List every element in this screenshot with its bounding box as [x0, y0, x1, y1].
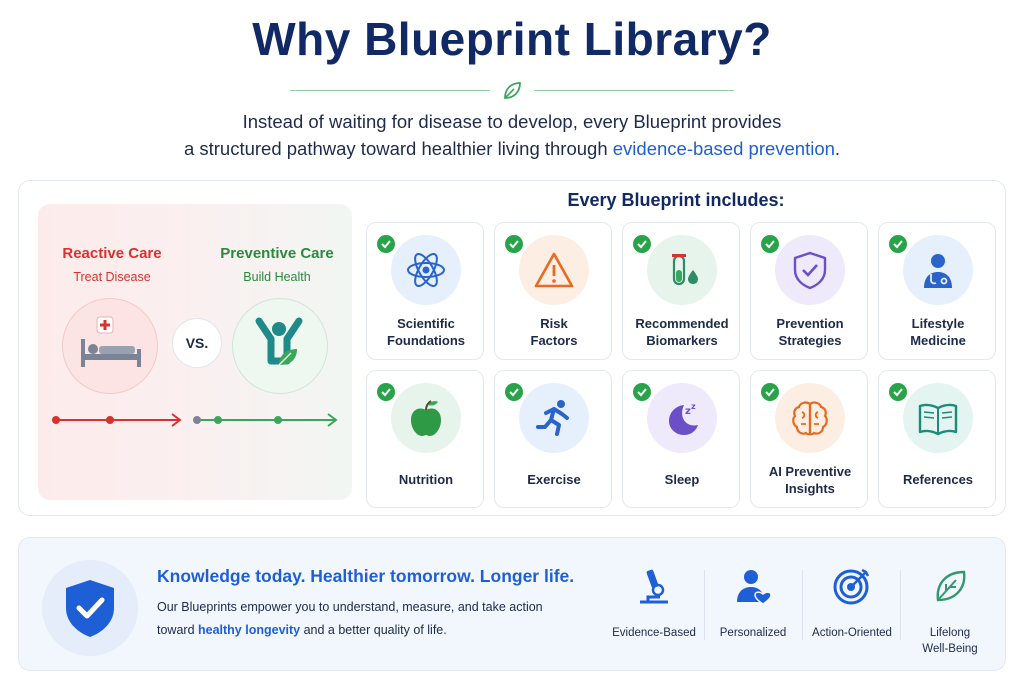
title-divider	[0, 80, 1024, 102]
feature-divider	[900, 570, 901, 640]
subtitle-line-2: a structured pathway toward healthier li…	[183, 138, 841, 159]
preventive-person-circle	[232, 298, 328, 394]
check-icon	[505, 383, 523, 401]
page-subtitle: Instead of waiting for disease to develo…	[0, 108, 1024, 162]
feature-personalized: Personalized	[703, 566, 803, 641]
running-icon	[519, 383, 589, 453]
feature-evidence-based: Evidence-Based	[604, 566, 704, 641]
atom-icon	[391, 235, 461, 305]
check-icon	[761, 383, 779, 401]
preventive-care: Preventive Care Build Health	[212, 245, 342, 284]
shield-check-icon	[66, 580, 114, 637]
tile-label: Exercise	[527, 472, 581, 487]
check-icon	[889, 235, 907, 253]
book-icon	[903, 383, 973, 453]
check-icon	[377, 235, 395, 253]
check-icon	[633, 235, 651, 253]
preventive-care-subtitle: Build Health	[243, 270, 311, 284]
check-icon	[889, 383, 907, 401]
preventive-timeline-arrow	[193, 413, 338, 427]
hospital-bed-icon	[81, 316, 141, 367]
hospital-bed-circle	[62, 298, 158, 394]
check-icon	[633, 383, 651, 401]
target-icon	[833, 568, 870, 605]
feature-action-oriented: Action-Oriented	[802, 566, 902, 641]
reactive-care-title: Reactive Care	[62, 245, 162, 262]
tile-nutrition: Nutrition	[366, 370, 484, 508]
apple-icon	[391, 383, 461, 453]
svg-text:z: z	[685, 406, 691, 417]
feature-divider	[704, 570, 705, 640]
footer-banner	[18, 537, 1006, 671]
svg-text:z: z	[691, 402, 696, 411]
warning-icon	[519, 235, 589, 305]
reactive-care: Reactive Care Treat Disease	[52, 245, 172, 284]
shield-check-icon	[775, 235, 845, 305]
feature-label: Action-Oriented	[812, 627, 892, 639]
check-icon	[505, 235, 523, 253]
person-raised-arms-icon	[255, 317, 303, 366]
subtitle-line-1: Instead of waiting for disease to develo…	[242, 111, 782, 132]
tile-sleep: z z Sleep	[622, 370, 740, 508]
feature-label: Evidence-Based	[612, 627, 696, 639]
brain-icon	[775, 383, 845, 453]
check-icon	[377, 383, 395, 401]
doctor-icon	[903, 235, 973, 305]
vs-badge: VS.	[172, 318, 222, 368]
preventive-care-title: Preventive Care	[220, 245, 334, 262]
includes-title: Every Blueprint includes:	[567, 190, 785, 210]
reactive-timeline-arrow	[52, 413, 182, 427]
test-tube-icon	[647, 235, 717, 305]
feature-label: Personalized	[719, 627, 787, 639]
shield-circle	[42, 560, 138, 656]
leaf-icon	[504, 82, 521, 99]
footer-highlight: healthy longevity	[198, 623, 301, 637]
tile-exercise: Exercise	[494, 370, 612, 508]
tile-label: Sleep	[664, 472, 700, 487]
tile-label: Nutrition	[398, 472, 454, 487]
leaf-icon	[936, 570, 966, 602]
moon-icon: z z	[647, 383, 717, 453]
footer-tagline: Knowledge today. Healthier tomorrow. Lon…	[157, 566, 575, 586]
reactive-care-subtitle: Treat Disease	[73, 270, 151, 284]
tile-label: References	[902, 472, 974, 487]
page-title: Why Blueprint Library?	[252, 13, 772, 65]
subtitle-highlight: evidence-based prevention	[612, 138, 835, 159]
person-heart-icon	[737, 570, 772, 605]
check-icon	[761, 235, 779, 253]
tile-references: References	[878, 370, 996, 508]
microscope-icon	[640, 569, 668, 604]
footer-description: Our Blueprints empower you to understand…	[157, 600, 543, 637]
feature-divider	[802, 570, 803, 640]
